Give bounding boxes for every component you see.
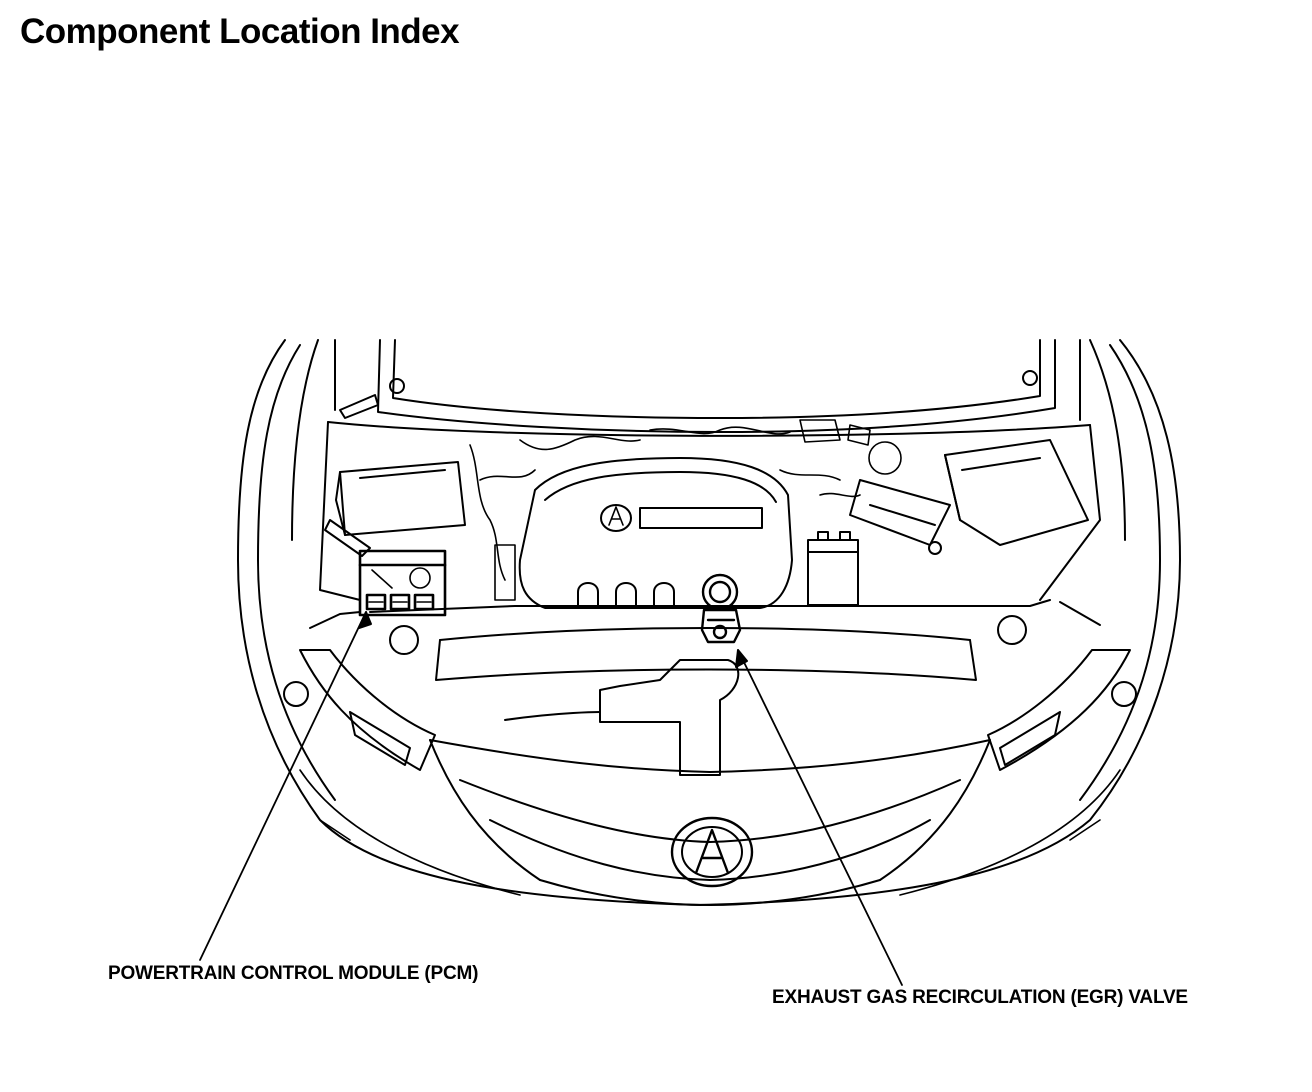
leader-lines: [199, 611, 903, 986]
vehicle-body-outline: [237, 339, 1181, 906]
hood: [339, 339, 1056, 433]
air-box: [849, 439, 1089, 555]
pcm-leader-arrow: [358, 611, 372, 629]
fuse-box: [324, 461, 466, 557]
pcm-leader-line: [199, 611, 367, 961]
radiator-support: [309, 599, 1101, 776]
grille: [429, 739, 991, 906]
front-bumper: [299, 769, 1121, 896]
egr-leader-line: [737, 649, 903, 986]
wiring-harness: [469, 419, 902, 601]
acura-emblem-icon: [670, 816, 754, 888]
pcm-module: [358, 549, 447, 617]
battery: [807, 531, 859, 606]
left-headlight: [283, 649, 436, 771]
engine-bay-wall: [319, 421, 1101, 601]
pcm-callout-label: POWERTRAIN CONTROL MODULE (PCM): [108, 963, 479, 984]
page-title: Component Location Index: [20, 12, 460, 51]
egr-valve: [700, 573, 742, 644]
egr-callout-label: EXHAUST GAS RECIRCULATION (EGR) VALVE: [772, 987, 1188, 1008]
egr-leader-arrow: [735, 649, 748, 668]
engine-cover: [518, 457, 793, 609]
right-headlight: [987, 649, 1137, 771]
